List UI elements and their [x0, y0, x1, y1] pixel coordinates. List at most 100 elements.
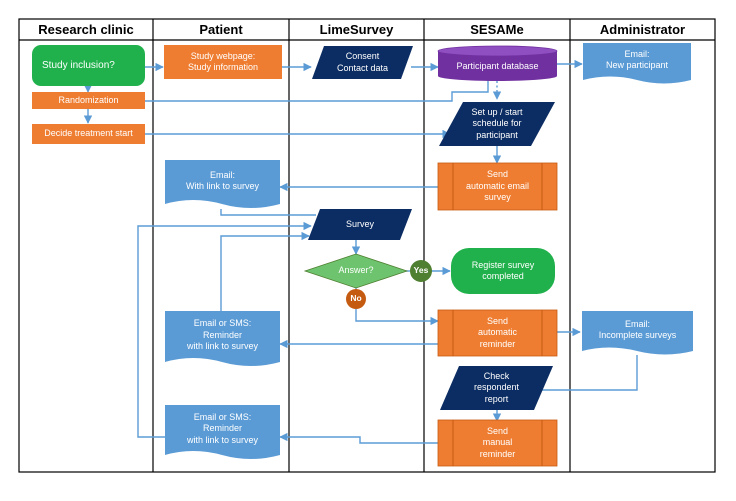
check-line-3: report [484, 393, 509, 404]
admin-new-line-1: Email: [624, 48, 650, 59]
randomization-label: Randomization [58, 94, 119, 105]
admin-new-shape [583, 43, 691, 84]
setup-shape [439, 102, 555, 146]
study-webpage-line-1: Study webpage: [190, 50, 256, 61]
admin-incomplete-line-2: Incomplete surveys [598, 330, 677, 340]
email-link-line-1: Email: [209, 169, 235, 180]
arrow-db-to-randomization [136, 78, 489, 106]
setup-schedule-io: Set up / start schedule for participant [439, 102, 555, 146]
survey-shape [308, 209, 412, 240]
manual-reminder-subprocess: Send manual reminder [438, 420, 557, 466]
randomization-process: Randomization [32, 92, 145, 109]
no-label: No [350, 293, 362, 304]
auto-reminder-subprocess: Send automatic reminder [438, 310, 557, 356]
email-link-document: Email: With link to survey [165, 160, 280, 210]
auto-reminder-line-1: Send [486, 315, 509, 326]
setup-line-3: participant [476, 129, 518, 140]
study-inclusion-decision: Study inclusion? [32, 45, 145, 86]
participant-database-label: Participant database [456, 61, 539, 72]
auto-reminder-shape [437, 309, 558, 357]
randomization-shape [32, 92, 145, 109]
send-email-line-3: survey [484, 192, 511, 203]
register-line-2: completed [482, 271, 524, 281]
consent-line-2: Contact data [336, 62, 389, 73]
email-link-shape [165, 160, 280, 208]
survey-label: Survey [345, 218, 374, 229]
auto-reminder-line-2: automatic [477, 327, 518, 338]
manual-reminder-line-2: manual [482, 437, 513, 448]
lane-limesurvey: LimeSurvey [319, 22, 394, 37]
manual-reminder-line-1: Send [486, 425, 508, 436]
decide-treatment-label: Decide treatment start [44, 128, 133, 139]
reminder1-line-2: Reminder [202, 329, 242, 340]
lane-frame [18, 18, 716, 473]
no-connector: No [346, 289, 366, 309]
reminder2-line-1: Email or SMS: [193, 411, 252, 422]
admin-incomplete-shape [582, 311, 693, 355]
manual-reminder-line-3: reminder [479, 448, 516, 459]
admin-incomplete-line-1: Email: [624, 318, 650, 329]
database-top [437, 45, 558, 57]
arrow-no-to-auto-reminder [355, 309, 439, 326]
yes-shape [410, 260, 432, 282]
shapes [32, 43, 693, 467]
lane-administrator: Administrator [599, 22, 686, 37]
check-line-1: Check [483, 370, 510, 381]
setup-line-1: Set up / start [471, 106, 523, 117]
send-email-line-2: automatic email [465, 180, 530, 191]
decide-treatment-process: Decide treatment start [32, 124, 145, 144]
reminder1-line-3: with link to survey [186, 341, 259, 352]
study-webpage-line-2: Study information [187, 62, 259, 72]
lane-sesame: SESAMe [470, 22, 524, 37]
register-terminator: Register survey completed [451, 248, 555, 294]
reminder-document-1: Email or SMS: Reminder with link to surv… [165, 311, 280, 368]
answer-shape [303, 253, 409, 289]
study-inclusion-shape [32, 45, 145, 86]
register-shape [451, 248, 555, 294]
consent-io: Consent Contact data [312, 46, 413, 79]
study-webpage-shape [164, 45, 282, 79]
study-inclusion-label: Study inclusion? [42, 59, 115, 71]
reminder2-shape [165, 405, 280, 459]
arrow-manual-to-reminder2 [279, 432, 438, 444]
consent-line-1: Consent [345, 51, 380, 61]
check-respondent-shape [440, 366, 553, 410]
reminder1-shape [165, 311, 280, 366]
decide-treatment-shape [32, 124, 145, 144]
database-shape [438, 51, 557, 81]
admin-new-participant-document: Email: New participant [583, 43, 691, 85]
answer-decision: Answer? [305, 254, 407, 288]
arrow-admin-to-check [516, 355, 638, 395]
check-line-2: respondent [473, 382, 520, 393]
email-link-line-2: With link to survey [185, 181, 260, 191]
setup-line-2: schedule for [472, 118, 522, 129]
consent-shape [312, 46, 413, 79]
no-shape [346, 289, 366, 309]
send-email-line-1: Send [486, 169, 509, 180]
arrow-reminder2-to-survey [137, 221, 312, 438]
arrow-reminder1-to-survey [220, 231, 310, 311]
admin-incomplete-document: Email: Incomplete surveys [582, 311, 693, 357]
yes-connector: Yes [410, 260, 432, 282]
answer-label: Answer? [338, 265, 374, 276]
study-webpage-process: Study webpage: Study information [164, 45, 282, 79]
send-email-shape [437, 162, 558, 211]
check-respondent-io: Check respondent report [440, 366, 553, 410]
admin-new-line-2: New participant [605, 60, 669, 70]
participant-database: Participant database [438, 56, 557, 78]
auto-reminder-line-3: reminder [479, 338, 516, 349]
reminder2-line-2: Reminder [202, 423, 242, 434]
survey-io: Survey [308, 209, 412, 240]
reminder2-line-3: with link to survey [186, 434, 259, 445]
lane-research-clinic: Research clinic [38, 22, 134, 37]
register-line-1: Register survey [471, 259, 535, 270]
reminder-document-2: Email or SMS: Reminder with link to surv… [165, 405, 280, 461]
manual-reminder-shape [437, 419, 558, 467]
lane-patient: Patient [199, 22, 243, 37]
arrow-email-to-survey [220, 209, 316, 216]
yes-label: Yes [413, 265, 429, 276]
connectors [83, 59, 638, 444]
reminder1-line-1: Email or SMS: [193, 318, 252, 329]
